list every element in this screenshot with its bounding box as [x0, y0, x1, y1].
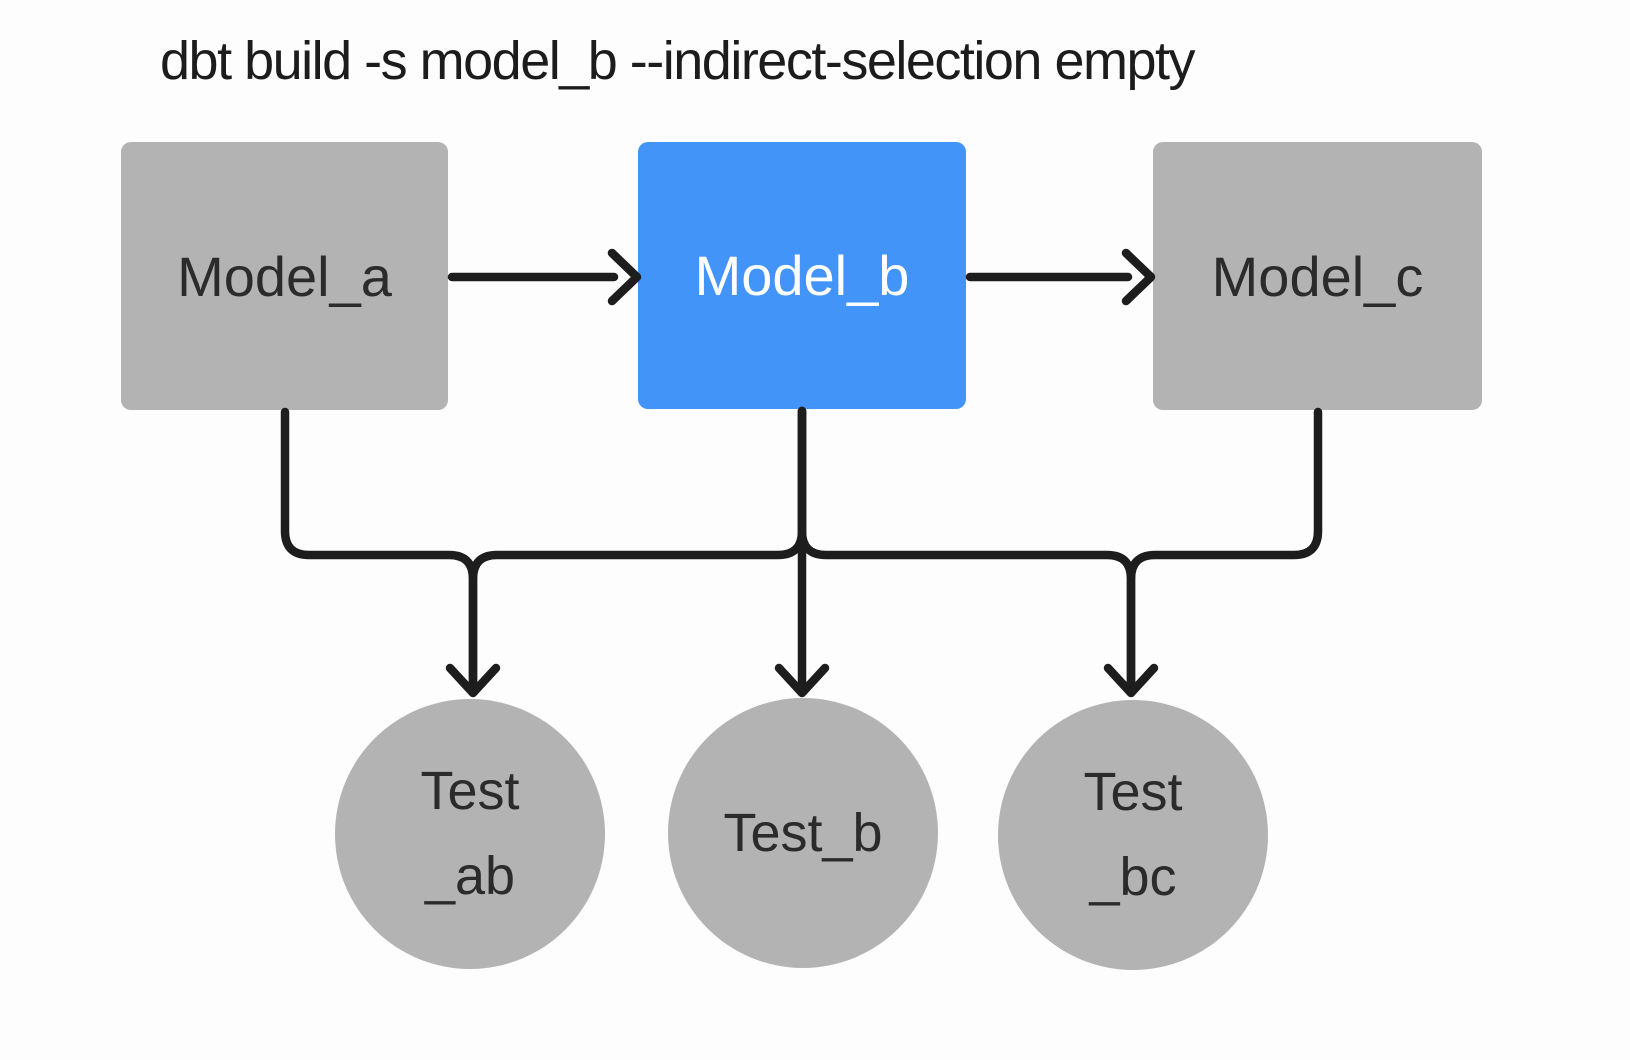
diagram-title: dbt build -s model_b --indirect-selectio…	[160, 31, 1196, 91]
arrowhead-test-b	[774, 663, 830, 698]
node-test-ab: Test _ab	[335, 699, 605, 969]
edge-model-a-test-ab	[280, 407, 478, 693]
node-model-c-label: Model_c	[1211, 244, 1424, 308]
node-test-ab-label: Test _ab	[420, 761, 520, 906]
edge-model-b-test-bc	[797, 406, 1136, 693]
node-test-b: Test_b	[668, 698, 938, 968]
arrowhead-test-bc	[1103, 663, 1159, 698]
node-test-b-label: Test_b	[723, 802, 883, 863]
node-test-bc: Test _bc	[998, 700, 1268, 970]
arrowhead-model-c	[1121, 248, 1156, 306]
edge-model-b-test-ab	[468, 406, 807, 693]
node-model-b-selected: Model_b	[638, 142, 966, 409]
edge-model-c-test-bc	[1126, 407, 1323, 693]
arrowhead-test-ab	[445, 663, 501, 698]
node-test-bc-label: Test _bc	[1083, 762, 1183, 907]
node-model-b-label: Model_b	[694, 244, 910, 307]
node-model-c: Model_c	[1153, 142, 1482, 410]
node-model-a-label: Model_a	[177, 244, 392, 308]
arrowhead-model-b	[607, 248, 642, 306]
node-model-a: Model_a	[121, 142, 448, 410]
